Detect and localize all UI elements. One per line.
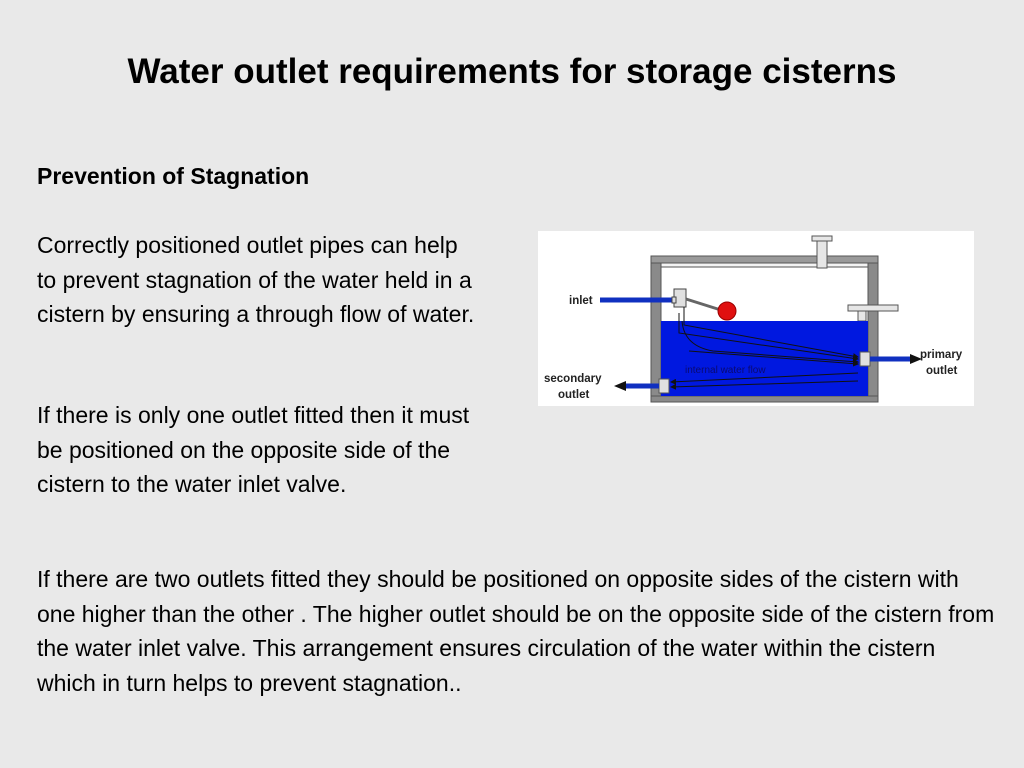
primary-outlet-pipe-icon xyxy=(859,351,922,367)
section-subtitle: Prevention of Stagnation xyxy=(37,163,310,189)
inlet-pipe-icon xyxy=(600,288,687,308)
flow-label: internal water flow xyxy=(685,365,766,376)
cistern-diagram-svg: inlet primary outlet secondary outlet in… xyxy=(544,235,963,403)
primary-outlet-label-1: primary xyxy=(920,349,963,361)
paragraph-two-outlets: If there are two outlets fitted they sho… xyxy=(37,566,995,696)
slide-title: Water outlet requirements for storage ci… xyxy=(127,52,897,91)
paragraph-single-outlet: If there is only one outlet fitted then … xyxy=(37,402,470,497)
primary-outlet-label-2: outlet xyxy=(926,365,957,377)
lid-vent-icon xyxy=(811,235,833,269)
flow-arrows xyxy=(670,307,859,390)
secondary-outlet-label-1: secondary xyxy=(544,373,602,385)
inlet-label: inlet xyxy=(569,295,593,307)
paragraph-through-flow: Correctly positioned outlet pipes can he… xyxy=(37,232,475,327)
float-valve-icon xyxy=(685,297,737,321)
secondary-outlet-pipe-icon xyxy=(614,378,670,394)
secondary-outlet-label-2: outlet xyxy=(558,389,589,401)
cistern-diagram: inlet primary outlet secondary outlet in… xyxy=(538,231,974,406)
water-body xyxy=(661,321,868,396)
